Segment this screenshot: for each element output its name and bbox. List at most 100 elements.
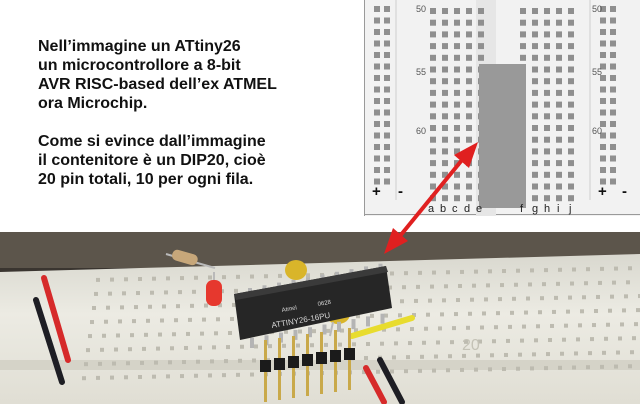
breadboard-hole	[466, 19, 472, 26]
photo-hole	[356, 314, 360, 319]
breadboard-hole	[520, 19, 526, 26]
photo-hole	[606, 322, 610, 327]
rail-hole	[374, 155, 380, 162]
chip-pin	[250, 338, 254, 348]
breadboard-hole	[430, 89, 436, 96]
photo-hole	[414, 298, 418, 303]
breadboard-hole	[442, 101, 448, 108]
photo-hole	[598, 280, 602, 285]
photo-hole	[506, 338, 510, 343]
photo-hole	[326, 328, 330, 333]
photo-hole	[118, 319, 122, 324]
photo-hole	[484, 297, 488, 302]
breadboard-hole	[430, 8, 436, 14]
photo-hole	[264, 274, 268, 279]
row-number-50: 50	[416, 4, 426, 14]
breadboard-hole	[556, 183, 562, 190]
photo-hole	[102, 333, 106, 338]
photo-hole	[462, 353, 466, 358]
photo-hole	[86, 348, 90, 353]
breadboard-hole	[430, 78, 436, 85]
photo-hole	[166, 276, 170, 281]
breadboard-hole	[466, 195, 472, 202]
breadboard-hole	[556, 136, 562, 143]
header-pin	[348, 328, 351, 350]
rail-hole	[384, 121, 390, 127]
photo-hole	[590, 337, 594, 342]
photo-hole	[476, 353, 480, 358]
breadboard-hole	[430, 125, 436, 131]
photo-hole	[584, 281, 588, 286]
photo-hole	[470, 297, 474, 302]
breadboard-hole	[544, 101, 550, 108]
photo-hole	[474, 367, 478, 372]
breadboard-hole	[556, 66, 562, 73]
photo-hole	[400, 299, 404, 304]
breadboard-hole	[466, 54, 472, 61]
breadboard-hole	[556, 195, 562, 202]
breadboard-hole	[532, 66, 538, 73]
photo-hole	[134, 305, 138, 310]
photo-hole	[632, 336, 636, 341]
photo-hole	[174, 318, 178, 323]
rail-hole	[600, 29, 606, 35]
photo-hole	[234, 288, 238, 293]
header-pin	[334, 330, 337, 352]
breadboard-hole	[544, 78, 550, 85]
breadboard-hole	[466, 171, 472, 178]
photo-hole	[396, 327, 400, 332]
photo-hole	[514, 282, 518, 287]
photo-hole	[494, 325, 498, 330]
column-letter-f: f	[520, 203, 524, 215]
header-pin-base	[302, 354, 313, 366]
photo-hole	[186, 331, 190, 336]
chip-footprint-highlight	[479, 64, 526, 208]
photo-hole	[618, 336, 622, 341]
photo-hole	[162, 304, 166, 309]
photo-hole	[614, 266, 618, 271]
breadboard-hole	[544, 54, 550, 61]
photo-hole	[636, 308, 640, 313]
photo-hole	[406, 355, 410, 360]
photo-hole	[434, 354, 438, 359]
photo-hole	[466, 325, 470, 330]
breadboard-hole	[466, 136, 472, 143]
photo-hole	[168, 360, 172, 365]
breadboard-hole	[556, 19, 562, 26]
photo-hole	[112, 361, 116, 366]
photo-hole	[616, 350, 620, 355]
breadboard-hole	[544, 183, 550, 190]
rail-hole	[384, 6, 390, 12]
breadboard-hole	[556, 31, 562, 38]
header-pin-base	[316, 352, 327, 364]
breadboard-hole	[442, 183, 448, 190]
breadboard-diagram: 50 55 60 50 55 60 a b c d e f g h i j + …	[364, 0, 640, 216]
photo-hole	[208, 275, 212, 280]
rail-hole	[600, 121, 606, 127]
breadboard-hole	[568, 19, 574, 26]
rail-hole	[610, 86, 616, 93]
photo-hole	[488, 367, 492, 372]
chip-pin	[337, 321, 341, 332]
rail-hole	[384, 29, 390, 35]
breadboard-hole	[454, 43, 460, 50]
breadboard-hole	[430, 160, 436, 167]
photo-hole	[576, 337, 580, 342]
caption-line: ora Microchip.	[38, 95, 148, 112]
chip-brand-logo: Atmel	[281, 305, 297, 314]
breadboard-hole	[532, 160, 538, 167]
photo-hole	[212, 345, 216, 350]
breadboard-hole	[442, 160, 448, 167]
rail-hole	[610, 109, 616, 116]
photo-hole	[432, 270, 436, 275]
photo-hole	[502, 269, 506, 274]
breadboard-hole	[454, 195, 460, 202]
photo-hole	[380, 341, 384, 346]
breadboard-hole	[466, 78, 472, 85]
chip-pin	[366, 316, 370, 327]
photo-hole	[268, 344, 272, 349]
breadboard-hole	[544, 19, 550, 26]
rail-hole	[600, 52, 606, 58]
photo-hole	[114, 347, 118, 352]
photo-hole	[534, 338, 538, 343]
